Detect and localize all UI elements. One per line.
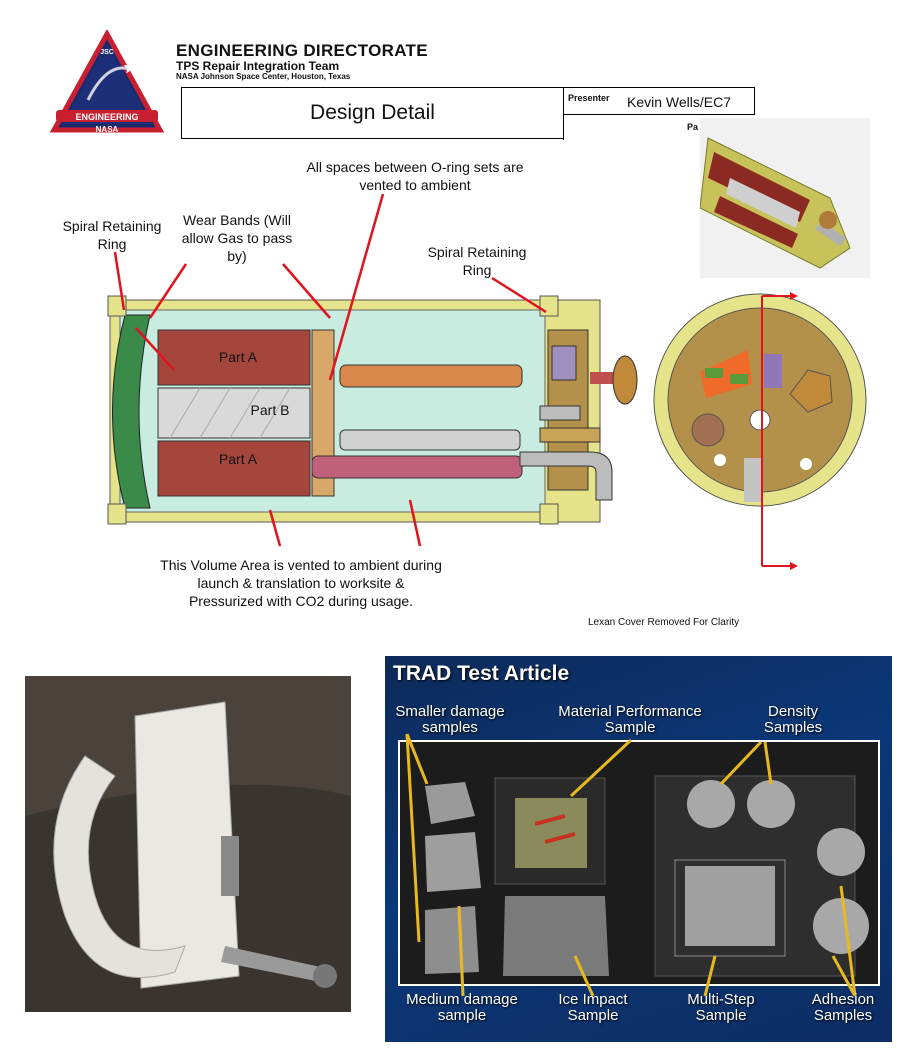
part-b-label: Part B: [251, 402, 290, 418]
page-title: Design Detail: [181, 87, 564, 139]
part-a-top-label: Part A: [219, 349, 258, 365]
smaller-samples-label: Smaller damage samples: [395, 703, 505, 736]
directorate-heading: ENGINEERING DIRECTORATE: [176, 41, 428, 60]
ice-impact-label: Ice Impact Sample: [558, 991, 628, 1024]
part-a-bottom-label: Part A: [219, 451, 258, 467]
trad-photo: [398, 733, 880, 997]
vented-spaces-callout: All spaces between O-ring sets are vente…: [306, 159, 524, 193]
trad-title: TRAD Test Article: [393, 662, 570, 685]
cutaway-3d-view: [700, 118, 870, 278]
spiral-ring-left-callout: Spiral Retaining Ring: [62, 218, 162, 252]
adhesion-samples-label: Adhesion Samples: [811, 991, 875, 1024]
wear-bands-callout: Wear Bands (Will allow Gas to pass by): [181, 212, 293, 264]
jsc-engineering-logo: ENGINEERING NASA JSC: [49, 30, 165, 134]
svg-text:NASA: NASA: [96, 125, 119, 134]
medium-sample-label: Medium damage sample: [406, 991, 518, 1024]
spiral-ring-right-callout: Spiral Retaining Ring: [427, 244, 527, 278]
team-subheading: TPS Repair Integration Team: [176, 59, 340, 73]
tool-bag-photo: [25, 676, 351, 1012]
svg-text:JSC: JSC: [100, 49, 114, 56]
trad-test-article-panel: TRAD Test Article Smaller damage samp: [385, 656, 892, 1042]
volume-area-callout: This Volume Area is vented to ambient du…: [160, 557, 442, 609]
page-label: Pa: [687, 122, 699, 132]
presenter-label: Presenter: [568, 93, 610, 103]
multi-step-label: Multi-Step Sample: [687, 991, 755, 1024]
page-box: [563, 114, 703, 140]
svg-text:ENGINEERING: ENGINEERING: [75, 112, 138, 122]
lexan-note: Lexan Cover Removed For Clarity: [588, 617, 740, 628]
presenter-name: Kevin Wells/EC7: [627, 94, 732, 110]
center-subheading: NASA Johnson Space Center, Houston, Texa…: [176, 72, 351, 81]
material-sample-label: Material Performance Sample: [558, 703, 702, 736]
cross-section-diagram: Part A Part B Part A: [107, 193, 867, 570]
density-samples-label: Density Samples: [763, 703, 823, 736]
